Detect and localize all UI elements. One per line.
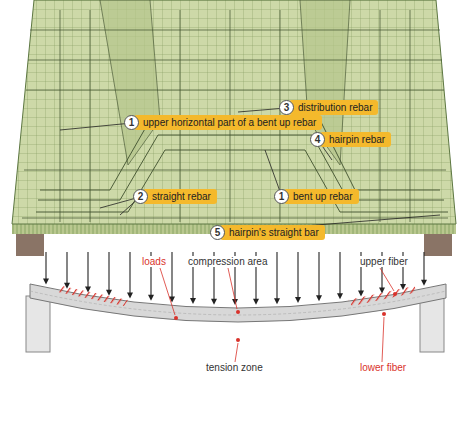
callout-label: distribution rebar — [289, 100, 378, 115]
diagram-label: compression area — [186, 256, 269, 267]
callout-number: 1 — [274, 189, 289, 204]
callout-number: 3 — [279, 100, 294, 115]
straight-rebar — [22, 10, 448, 222]
callout-box: 5hairpin's straight bar — [210, 225, 325, 240]
diagram-label: lower fiber — [358, 362, 408, 373]
load-arrows — [43, 252, 427, 305]
callout-box: 3distribution rebar — [279, 100, 378, 115]
callout-label: hairpin rebar — [320, 132, 391, 147]
slab — [12, 0, 456, 234]
callout-box: 1upper horizontal part of a bent up reba… — [124, 115, 322, 130]
callout-label: hairpin's straight bar — [220, 225, 325, 240]
diagram-label: upper fiber — [358, 256, 410, 267]
leader-line — [60, 108, 440, 233]
callout-box: 1bent up rebar — [274, 189, 359, 204]
callout-number: 1 — [124, 115, 139, 130]
callout-label: upper horizontal part of a bent up rebar — [134, 115, 322, 130]
marker-dot — [174, 292, 397, 342]
callout-box: 2straight rebar — [133, 189, 217, 204]
diagram-label: loads — [140, 256, 168, 267]
callout-number: 4 — [310, 132, 325, 147]
bent-up-rebar — [36, 0, 448, 212]
callout-box: 4hairpin rebar — [310, 132, 391, 147]
callout-label: bent up rebar — [284, 189, 359, 204]
label-leader — [160, 268, 394, 362]
diagram-label: tension zone — [204, 362, 265, 373]
callout-number: 5 — [210, 225, 225, 240]
callout-label: straight rebar — [143, 189, 217, 204]
callout-number: 2 — [133, 189, 148, 204]
